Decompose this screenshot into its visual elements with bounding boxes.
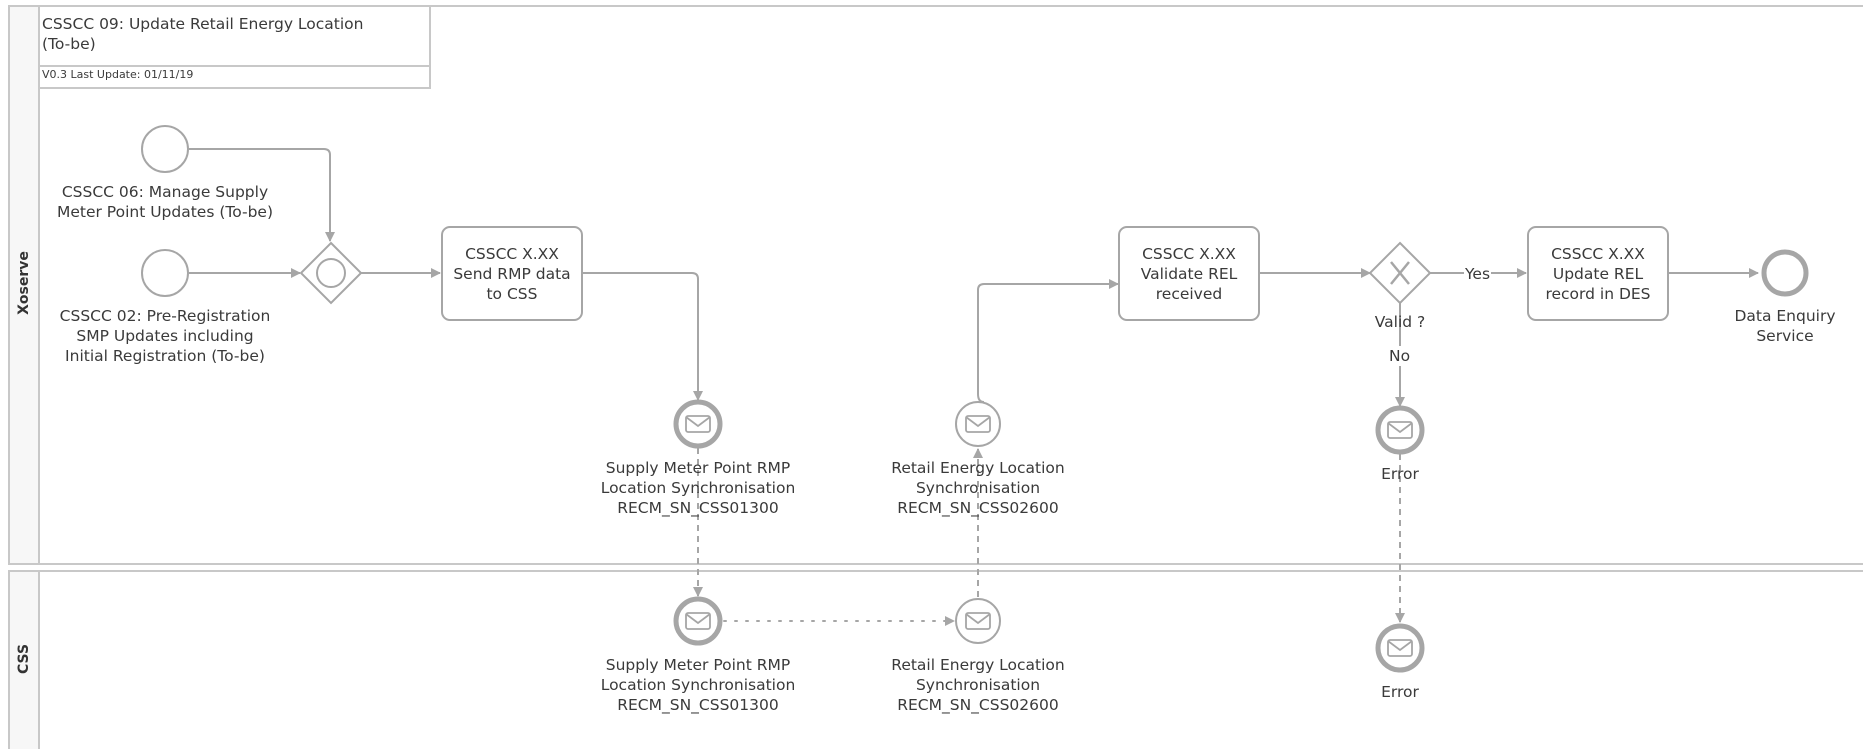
diagram-title: CSSCC 09: Update Retail Energy Location … [42, 15, 364, 53]
diagram-version: V0.3 Last Update: 01/11/19 [42, 68, 194, 81]
message-label-smp-css: Supply Meter Point RMP Location Synchron… [600, 656, 796, 714]
lane-xoserve [8, 5, 1863, 565]
message-label-error-xoserve: Error [1381, 465, 1419, 483]
message-throw-error-xoserve[interactable] [1375, 405, 1425, 455]
message-throw-smp-xoserve[interactable] [673, 399, 723, 449]
envelope-icon [685, 612, 711, 630]
task-label-validate-rel: CSSCC X.XX Validate REL received [1140, 244, 1238, 303]
sequence-flows [189, 148, 1759, 407]
task-label-update-rel: CSSCC X.XX Update REL record in DES [1545, 244, 1651, 303]
message-label-rel-css: Retail Energy Location Synchronisation R… [891, 656, 1065, 714]
flow-rel-to-validate [977, 279, 1119, 403]
envelope-icon [965, 612, 991, 630]
flow-manage-to-gateway [189, 148, 335, 242]
event-gateway[interactable] [299, 241, 363, 305]
flow-send-to-message [582, 272, 703, 401]
start-label-manage-supply: CSSCC 06: Manage Supply Meter Point Upda… [56, 183, 274, 221]
task-update-rel[interactable] [1527, 226, 1669, 321]
end-event-data-enquiry[interactable] [1761, 249, 1809, 297]
message-label-rel-xoserve: Retail Energy Location Synchronisation R… [891, 459, 1065, 517]
title-box [38, 5, 431, 89]
gateway-label-valid: Valid ? [1374, 313, 1426, 331]
message-flows [693, 448, 1405, 623]
envelope-icon [965, 415, 991, 433]
message-label-smp-xoserve: Supply Meter Point RMP Location Synchron… [600, 459, 796, 517]
message-throw-smp-css[interactable] [673, 596, 723, 646]
message-label-error-css: Error [1381, 683, 1419, 701]
exclusive-gateway-valid[interactable] [1368, 241, 1432, 305]
envelope-icon [1387, 421, 1413, 439]
start-event-manage-supply[interactable] [141, 125, 189, 173]
start-event-pre-registration[interactable] [141, 249, 189, 297]
message-catch-rel-xoserve[interactable] [955, 401, 1001, 447]
envelope-icon [685, 415, 711, 433]
task-validate-rel[interactable] [1118, 226, 1260, 321]
message-catch-rel-css[interactable] [955, 598, 1001, 644]
start-label-pre-registration: CSSCC 02: Pre-Registration SMP Updates i… [59, 307, 271, 365]
envelope-icon [1387, 639, 1413, 657]
lane-label-css: CSS [16, 643, 32, 675]
task-send-rmp[interactable] [441, 226, 583, 321]
lane-css [8, 570, 1863, 749]
message-throw-error-css[interactable] [1375, 623, 1425, 673]
task-label-send-rmp: CSSCC X.XX Send RMP data to CSS [453, 244, 571, 303]
gateway-label-no: No [1388, 346, 1412, 366]
gateway-label-yes: Yes [1464, 264, 1492, 284]
end-label-data-enquiry: Data Enquiry Service [1734, 307, 1836, 345]
